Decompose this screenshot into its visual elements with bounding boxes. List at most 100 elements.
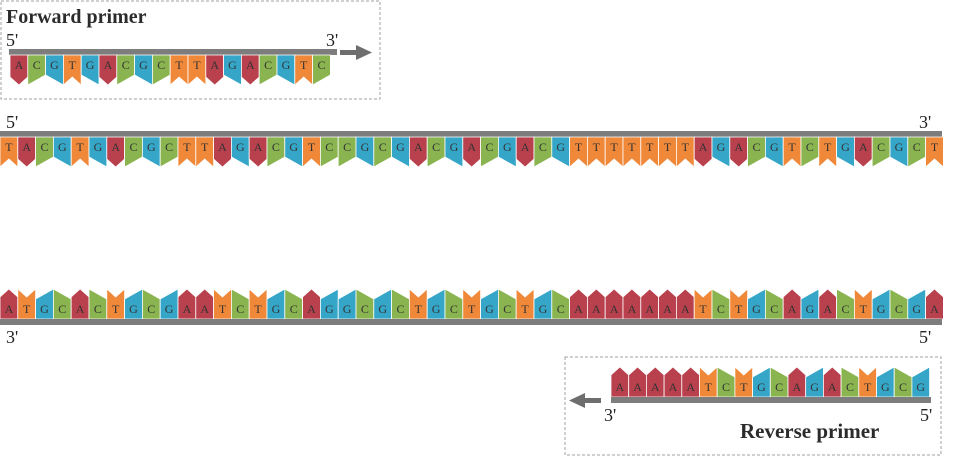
top-strand-3-end-label: 3' — [919, 112, 931, 132]
bottom-strand-base-thymine: T — [854, 288, 873, 320]
forward-primer-base-letter: A — [246, 58, 255, 72]
forward-primer-base-letter: G — [86, 58, 95, 72]
bottom-strand-base-adenine: A — [818, 288, 837, 320]
bottom-strand-base-adenine: A — [925, 288, 944, 320]
top-strand-base-adenine: A — [729, 136, 748, 168]
bottom-strand-base-adenine: A — [676, 288, 695, 320]
bottom-strand-base-cytosine: C — [889, 288, 909, 320]
top-strand-base-letter: A — [111, 140, 120, 154]
top-strand-base-adenine: A — [693, 136, 713, 168]
top-strand-base-shape — [711, 136, 731, 168]
forward-primer-base-letter: T — [69, 58, 77, 72]
top-strand-base-thymine: T — [925, 136, 944, 168]
top-strand-base-adenine: A — [17, 136, 36, 168]
top-strand-base-adenine: A — [462, 136, 482, 168]
top-strand-base-guanine: G — [88, 136, 108, 168]
forward-primer-base-thymine: T — [187, 54, 207, 86]
top-strand-base-letter: G — [94, 140, 103, 154]
top-strand-base-letter: T — [931, 140, 939, 154]
top-strand-base-guanine: G — [53, 136, 72, 168]
reverse-primer-base-thymine: T — [699, 366, 718, 398]
reverse-primer-base-letter: A — [828, 380, 837, 394]
forward-primer-5-end-label: 5' — [6, 30, 18, 50]
top-strand-base-letter: A — [218, 140, 227, 154]
bottom-strand-base-adenine: A — [569, 288, 588, 320]
bottom-strand-base-letter: C — [396, 302, 404, 316]
top-strand-base-thymine: T — [658, 136, 677, 168]
bottom-strand-base-letter: A — [930, 302, 939, 316]
reverse-primer-base-letter: C — [722, 380, 730, 394]
top-strand-base-letter: C — [752, 140, 760, 154]
bottom-strand-base-guanine: G — [800, 288, 820, 320]
bottom-strand-base-letter: G — [432, 302, 441, 316]
forward-primer-3-end-label: 3' — [326, 30, 338, 50]
bottom-strand-base-letter: G — [539, 302, 548, 316]
forward-primer-base-guanine: G — [276, 54, 296, 86]
top-strand-base-letter: T — [5, 140, 13, 154]
forward-primer-base-guanine: G — [223, 54, 242, 86]
reverse-primer-5-end-label: 5' — [920, 405, 932, 425]
bottom-strand-base-letter: T — [468, 302, 476, 316]
reverse-primer-base-thymine: T — [858, 366, 877, 398]
top-strand-base-cytosine: C — [480, 136, 499, 168]
top-strand-base-shape — [213, 136, 232, 168]
top-strand-base-letter: A — [699, 140, 708, 154]
top-strand-base-shape — [444, 136, 464, 168]
forward-primer-base-shape — [223, 54, 242, 86]
reverse-primer-base-letter: T — [740, 380, 748, 394]
forward-primer-base-guanine: G — [45, 54, 64, 86]
reverse-primer-base-guanine: G — [805, 366, 824, 398]
top-strand-base-adenine: A — [248, 136, 268, 168]
bottom-strand-base-letter: G — [806, 302, 815, 316]
bottom-strand-base-guanine: G — [480, 288, 499, 320]
bottom-strand-base-cytosine: C — [551, 288, 570, 320]
bottom-strand-base-thymine: T — [693, 288, 713, 320]
top-strand-base-letter: T — [646, 140, 654, 154]
top-strand-base-guanine: G — [889, 136, 909, 168]
top-strand-base-letter: C — [343, 140, 351, 154]
forward-primer-base-thymine: T — [294, 54, 314, 86]
top-strand-base-letter: C — [485, 140, 493, 154]
bottom-strand-base-cytosine: C — [88, 288, 108, 320]
forward-primer-base-shape — [98, 54, 118, 86]
top-strand-base-shape — [658, 136, 677, 168]
bottom-strand-base-cytosine: C — [284, 288, 304, 320]
top-strand-base-letter: C — [325, 140, 333, 154]
top-strand-base-adenine: A — [408, 136, 428, 168]
top-strand-base-thymine: T — [0, 136, 19, 168]
bottom-strand-base-letter: A — [823, 302, 832, 316]
bottom-strand-base-thymine: T — [248, 288, 268, 320]
top-strand-base-shape — [515, 136, 535, 168]
bottom-strand-base-cytosine: C — [391, 288, 410, 320]
bottom-strand-base-guanine: G — [35, 288, 54, 320]
forward-primer-base-shape — [80, 54, 100, 86]
bottom-strand-base-letter: G — [752, 302, 761, 316]
bottom-strand-base-thymine: T — [17, 288, 36, 320]
top-strand-base-letter: G — [361, 140, 370, 154]
top-strand-base-letter: C — [129, 140, 137, 154]
bottom-strand-base-letter: A — [681, 302, 690, 316]
bottom-strand-base-adenine: A — [70, 288, 90, 320]
bottom-strand-base-cytosine: C — [230, 288, 250, 320]
reverse-primer-3-end-label: 3' — [604, 405, 616, 425]
bottom-strand-base-adenine: A — [640, 288, 659, 320]
top-strand-base-letter: T — [593, 140, 601, 154]
top-strand-base-shape — [925, 136, 944, 168]
top-strand-base-thymine: T — [70, 136, 90, 168]
bottom-strand-base-letter: G — [343, 302, 352, 316]
bottom-strand-base-cytosine: C — [711, 288, 731, 320]
reverse-primer-title: Reverse primer — [740, 419, 879, 443]
bottom-strand-base-letter: A — [592, 302, 601, 316]
top-strand-base-cytosine: C — [124, 136, 143, 168]
top-strand-base-thymine: T — [587, 136, 606, 168]
forward-primer-base-guanine: G — [134, 54, 153, 86]
bottom-strand-base-letter: A — [663, 302, 672, 316]
top-strand-base-cytosine: C — [266, 136, 286, 168]
top-strand-base-shape — [640, 136, 659, 168]
top-strand-base-guanine: G — [497, 136, 517, 168]
reverse-primer-base-adenine: A — [610, 366, 630, 398]
bottom-strand-base-letter: C — [895, 302, 903, 316]
reverse-primer-base-adenine: A — [628, 366, 647, 398]
